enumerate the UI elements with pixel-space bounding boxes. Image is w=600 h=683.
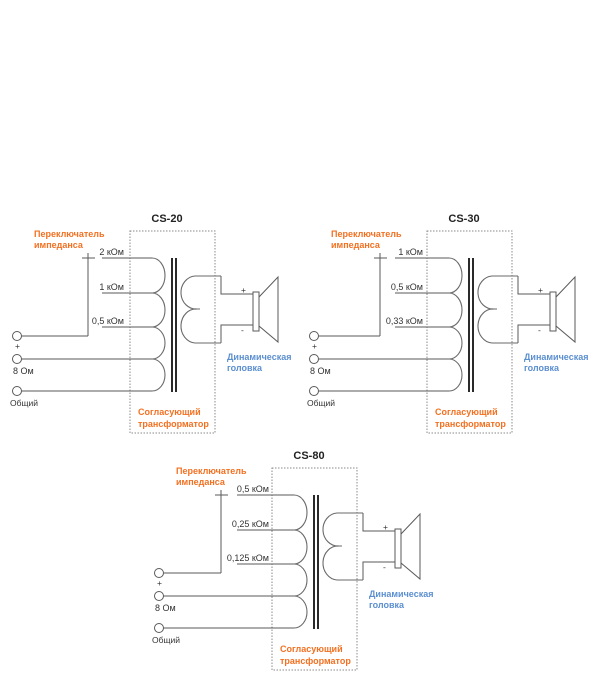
plus-terminal bbox=[309, 331, 319, 341]
tap-label: 0,5 кОм bbox=[92, 316, 124, 326]
common-terminal-label: Общий bbox=[307, 398, 335, 408]
speaker-magnet-icon bbox=[394, 528, 402, 569]
diagram-title: CS-80 bbox=[293, 450, 324, 462]
speaker-plus-lead bbox=[362, 513, 395, 532]
tap-label: 0,25 кОм bbox=[232, 519, 269, 529]
common-terminal bbox=[12, 386, 22, 396]
common-terminal-label: Общий bbox=[10, 398, 38, 408]
ohm-terminal-label: 8 Ом bbox=[13, 366, 34, 376]
speaker-plus-label: + bbox=[538, 285, 543, 295]
speaker-minus-label: - bbox=[241, 325, 244, 335]
transformer-label-line2: трансформатор bbox=[280, 656, 351, 666]
tap-label: 0,5 кОм bbox=[237, 484, 269, 494]
transformer-label-line1: Согласующий bbox=[138, 407, 201, 417]
common-terminal bbox=[154, 623, 164, 633]
speaker-label-line2: головка bbox=[524, 363, 560, 373]
transformer-label-line1: Согласующий bbox=[280, 644, 343, 654]
speaker-magnet-icon bbox=[252, 291, 260, 332]
speaker-plus-label: + bbox=[241, 285, 246, 295]
speaker-minus-lead bbox=[517, 324, 550, 343]
speaker-label-line1: Динамическая bbox=[369, 589, 433, 599]
speaker-label-line1: Динамическая bbox=[524, 352, 588, 362]
impedance-switch-label-line1: Переключатель bbox=[331, 229, 402, 239]
tap-label: 0,125 кОм bbox=[227, 553, 269, 563]
plus-terminal-label: + bbox=[157, 578, 162, 588]
speaker-label-line2: головка bbox=[369, 600, 405, 610]
tap-label: 1 кОм bbox=[99, 282, 124, 292]
impedance-switch-label-line2: импеданса bbox=[176, 477, 226, 487]
diagram-title: CS-30 bbox=[448, 213, 479, 225]
plus-terminal bbox=[154, 568, 164, 578]
impedance-switch-label-line1: Переключатель bbox=[176, 466, 247, 476]
ohm-terminal bbox=[309, 354, 319, 364]
transformer-label-line1: Согласующий bbox=[435, 407, 498, 417]
speaker-minus-lead bbox=[362, 561, 395, 580]
impedance-switch-label-line2: импеданса bbox=[331, 240, 381, 250]
secondary-winding bbox=[180, 275, 221, 344]
plus-terminal-label: + bbox=[312, 341, 317, 351]
transformer-label-line2: трансформатор bbox=[138, 419, 209, 429]
secondary-winding bbox=[477, 275, 518, 344]
common-terminal bbox=[309, 386, 319, 396]
speaker-label-line1: Динамическая bbox=[227, 352, 291, 362]
transformer-boundary-box bbox=[426, 230, 513, 434]
diagram-title: CS-20 bbox=[151, 213, 182, 225]
ohm-terminal-label: 8 Ом bbox=[310, 366, 331, 376]
speaker-minus-label: - bbox=[383, 562, 386, 572]
speaker-label-line2: головка bbox=[227, 363, 263, 373]
ohm-terminal-label: 8 Ом bbox=[155, 603, 176, 613]
ohm-terminal bbox=[154, 591, 164, 601]
primary-winding bbox=[293, 494, 308, 629]
transformer-label-line2: трансформатор bbox=[435, 419, 506, 429]
speaker-cone-icon bbox=[555, 275, 576, 344]
speaker-cone-icon bbox=[258, 275, 279, 344]
speaker-magnet-icon bbox=[549, 291, 557, 332]
tap-label: 2 кОм bbox=[99, 247, 124, 257]
tap-label: 0,33 кОм bbox=[386, 316, 423, 326]
plus-terminal bbox=[12, 331, 22, 341]
tap-label: 1 кОм bbox=[398, 247, 423, 257]
speaker-cone-icon bbox=[400, 512, 421, 581]
plus-terminal-label: + bbox=[15, 341, 20, 351]
impedance-switch-label-line1: Переключатель bbox=[34, 229, 105, 239]
primary-winding bbox=[151, 257, 166, 392]
tap-label: 0,5 кОм bbox=[391, 282, 423, 292]
impedance-switch-label-line2: импеданса bbox=[34, 240, 84, 250]
speaker-minus-label: - bbox=[538, 325, 541, 335]
speaker-plus-label: + bbox=[383, 522, 388, 532]
transformer-boundary-box bbox=[271, 467, 358, 671]
speaker-minus-lead bbox=[220, 324, 253, 343]
primary-winding bbox=[448, 257, 463, 392]
ohm-terminal bbox=[12, 354, 22, 364]
speaker-plus-lead bbox=[220, 276, 253, 295]
common-terminal-label: Общий bbox=[152, 635, 180, 645]
speaker-plus-lead bbox=[517, 276, 550, 295]
transformer-boundary-box bbox=[129, 230, 216, 434]
secondary-winding bbox=[322, 512, 363, 581]
